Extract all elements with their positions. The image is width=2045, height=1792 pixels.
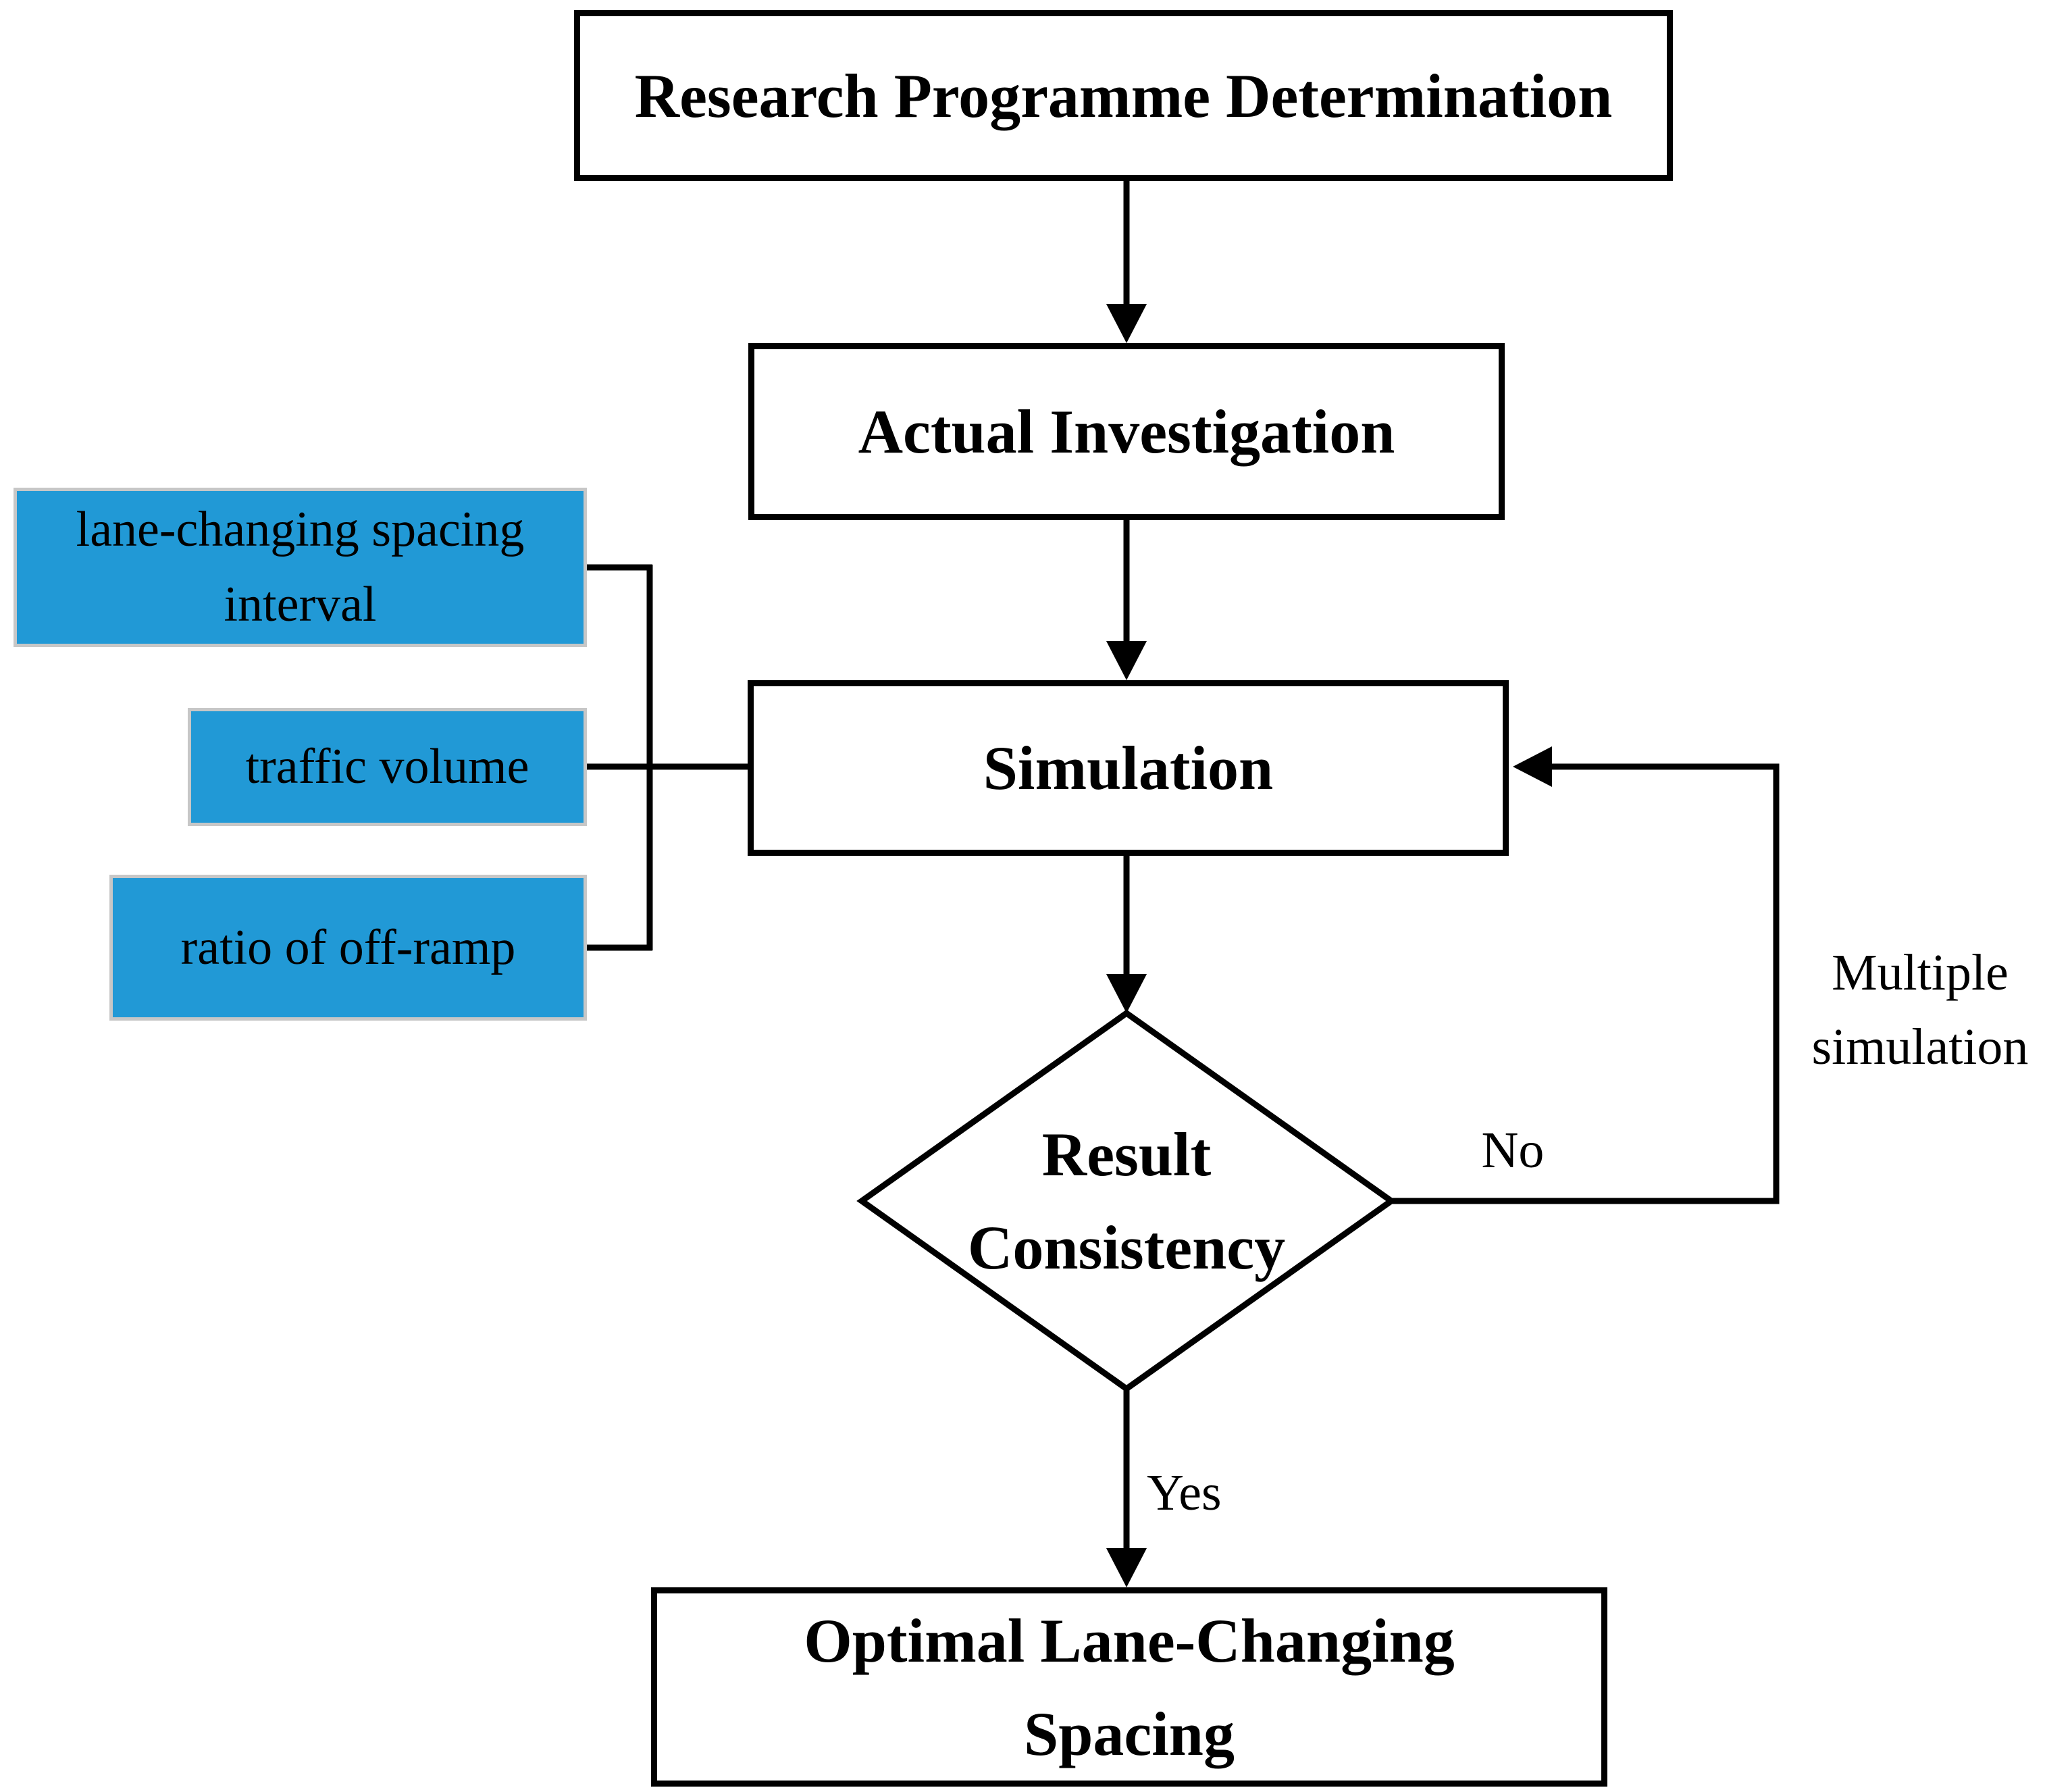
research-programme-label: Research Programme Determination <box>634 61 1613 130</box>
arrow-simulation-to-decision <box>1106 856 1147 1013</box>
param-lane-changing-spacing-label: lane-changing spacing interval <box>76 502 525 632</box>
actual-investigation-label: Actual Investigation <box>858 397 1395 466</box>
param-ratio-off-ramp-box: ratio of off-ramp <box>109 875 587 1021</box>
result-consistency-diamond <box>856 1009 1397 1393</box>
research-programme-box: Research Programme Determination <box>574 10 1673 181</box>
yes-label: Yes <box>1147 1464 1222 1521</box>
simulation-label: Simulation <box>983 734 1274 802</box>
simulation-box: Simulation <box>748 680 1509 856</box>
multiple-simulation-label: Multiple simulation <box>1775 936 2045 1084</box>
arrow-research-to-investigation <box>1106 181 1147 343</box>
no-label: No <box>1481 1122 1545 1179</box>
optimal-spacing-box: Optimal Lane-Changing Spacing <box>651 1587 1607 1787</box>
arrow-decision-to-optimal <box>1106 1389 1147 1587</box>
result-consistency-label: Result Consistency <box>924 1100 1329 1302</box>
param-connector-lines <box>582 564 753 951</box>
result-consistency-text: Result Consistency <box>967 1120 1286 1282</box>
param-ratio-off-ramp-label: ratio of off-ramp <box>180 919 516 975</box>
param-lane-changing-spacing-box: lane-changing spacing interval <box>14 488 587 647</box>
param-traffic-volume-label: traffic volume <box>245 739 529 794</box>
optimal-spacing-label: Optimal Lane-Changing Spacing <box>804 1606 1455 1768</box>
param-traffic-volume-box: traffic volume <box>188 708 587 826</box>
no-loop-connector <box>1391 746 1780 1204</box>
actual-investigation-box: Actual Investigation <box>748 343 1505 520</box>
arrow-investigation-to-simulation <box>1106 520 1147 680</box>
multiple-simulation-text: Multiple simulation <box>1811 944 2029 1076</box>
